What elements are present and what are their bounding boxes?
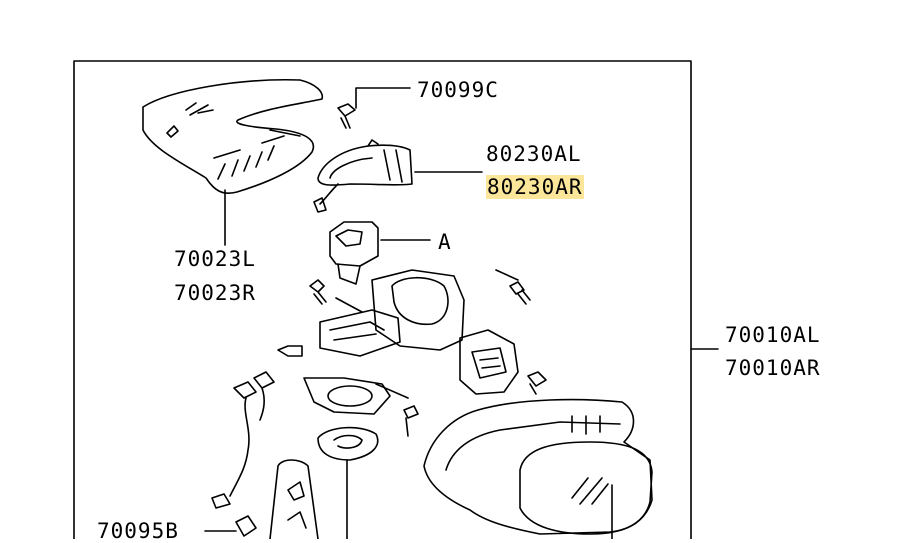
- part-label-80230ar: 80230AR: [486, 175, 584, 199]
- part-label-70010ar: 70010AR: [725, 356, 821, 380]
- gasket-plate: [303, 377, 391, 415]
- part-label-70023r: 70023R: [174, 281, 256, 305]
- wiring-harness: [211, 371, 275, 509]
- part-label-70099c: 70099C: [417, 78, 499, 102]
- bolt-left-mid: [277, 345, 303, 357]
- screw-70099c: [337, 103, 356, 129]
- bolt-right-upper: [495, 269, 531, 305]
- part-label-70010al: 70010AL: [725, 323, 821, 347]
- part-label-70023l: 70023L: [174, 247, 256, 271]
- cover-plate-lower: [317, 426, 379, 461]
- mirror-base-bracket: [319, 269, 465, 357]
- mirror-actuator: [459, 329, 519, 395]
- part-label-80230al: 80230AL: [486, 142, 582, 166]
- bolt-right-mid: [527, 371, 547, 395]
- clip-70095b: [235, 515, 257, 537]
- bolt-center-lower: [375, 383, 419, 437]
- diagram-frame: [73, 60, 692, 539]
- part-label-70095b: 70095B: [97, 519, 179, 543]
- mirror-glass: [519, 441, 653, 535]
- folding-motor: [329, 221, 379, 285]
- bolt-left-upper: [309, 279, 327, 305]
- mirror-cover-part: [142, 78, 324, 194]
- part-label-a: A: [438, 230, 452, 254]
- turn-signal-lamp: [313, 139, 413, 213]
- lower-bracket: [269, 459, 319, 539]
- mirror-housing: [423, 398, 653, 535]
- leader-70099c: [355, 87, 411, 109]
